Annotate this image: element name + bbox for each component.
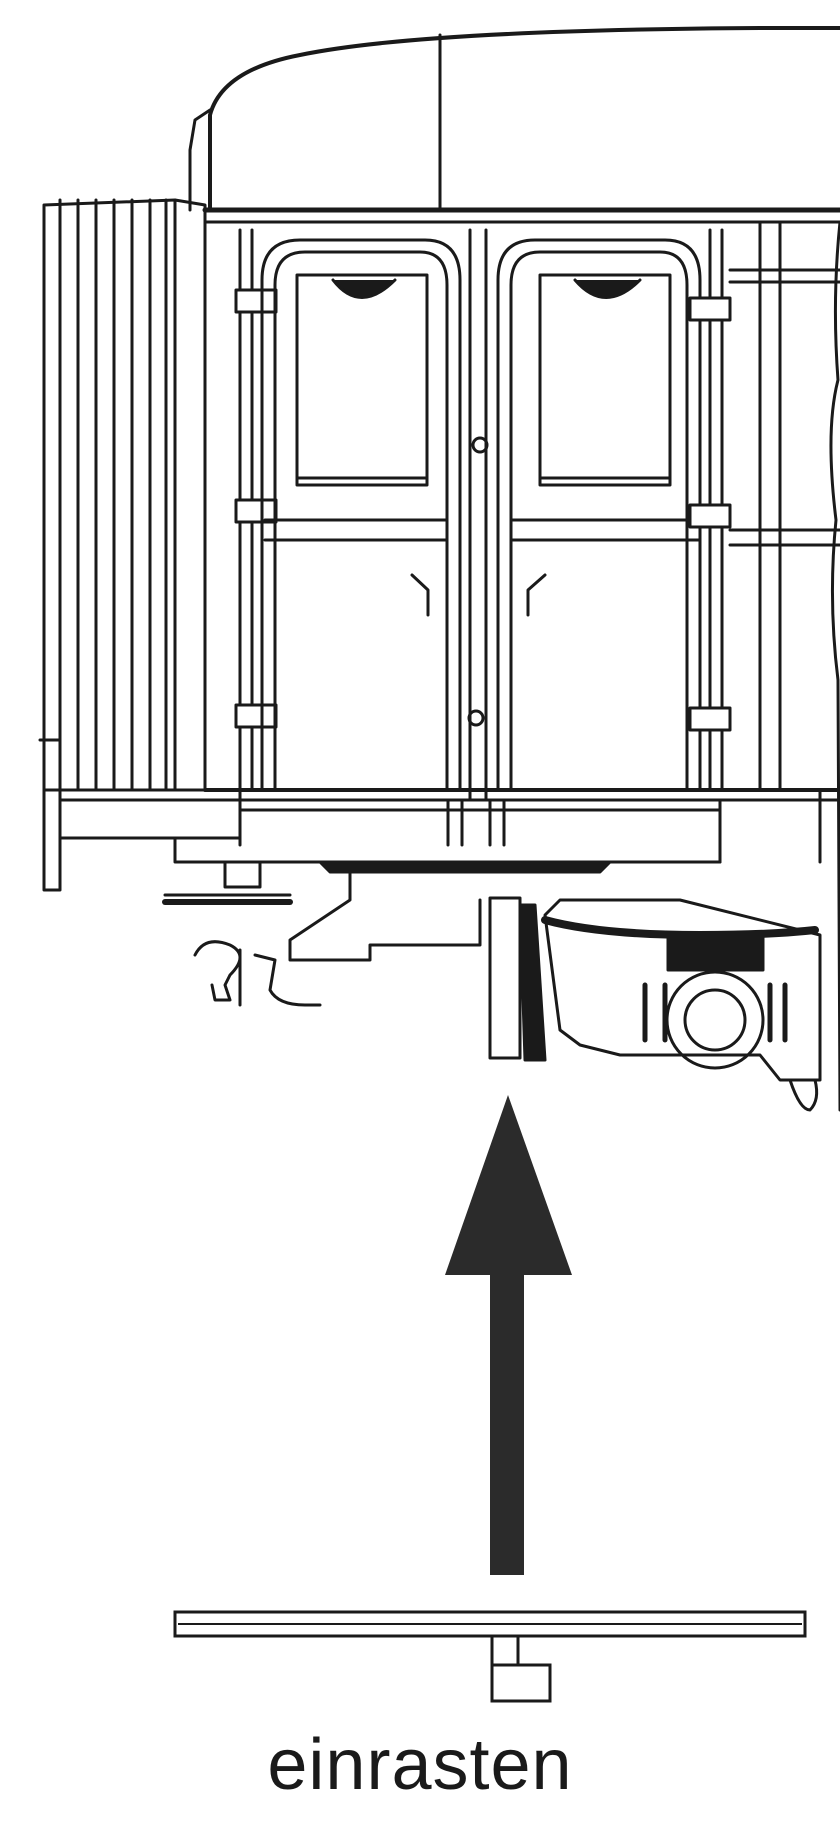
instruction-caption: einrasten	[267, 1725, 573, 1805]
coach-side-edge	[829, 220, 840, 1112]
right-grab-rail	[688, 228, 732, 792]
up-arrow-icon	[445, 1095, 572, 1575]
bogie	[488, 896, 822, 1112]
coach-roof	[208, 26, 840, 212]
left-door	[260, 238, 489, 792]
coupler	[162, 870, 482, 1007]
mounting-part	[173, 1610, 807, 1703]
right-door	[496, 238, 702, 792]
left-grab-rail	[234, 228, 278, 792]
gangway-bellows	[38, 198, 207, 892]
